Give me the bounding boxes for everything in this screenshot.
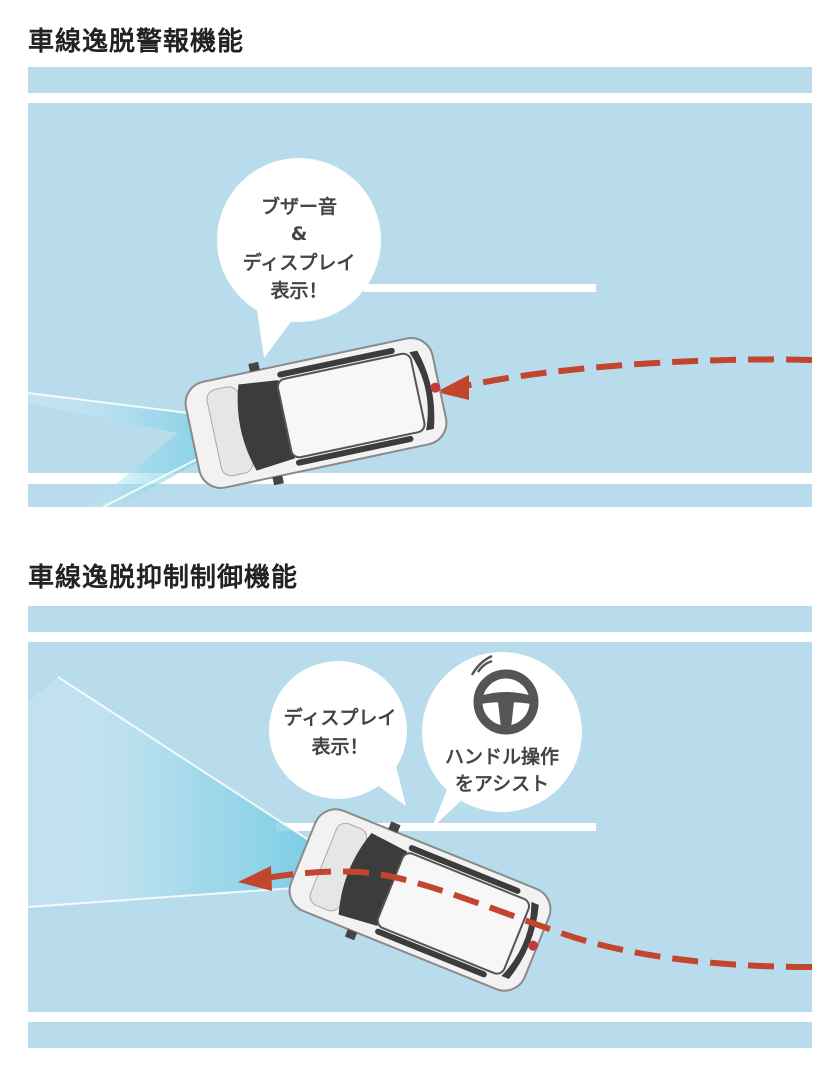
road-shoulder-bottom xyxy=(28,1022,812,1048)
steering-wheel-icon xyxy=(470,654,539,735)
arrowhead-icon xyxy=(436,375,469,400)
arrowhead-icon xyxy=(238,866,272,891)
lane-departure-prevention-diagram: ディスプレイ 表示！ ハンドル操作 をアシスト xyxy=(28,642,812,1012)
sensor-beam xyxy=(28,677,358,907)
bubble-line: をアシスト xyxy=(455,773,549,795)
bubble-line: ディスプレイ xyxy=(243,251,356,274)
sensor-beam-edge xyxy=(28,886,309,908)
bubble-line: & xyxy=(291,223,308,245)
car xyxy=(184,337,448,489)
lane-departure-prevention-title: 車線逸脱抑制制御機能 xyxy=(28,563,299,593)
road-shoulder-top xyxy=(28,67,812,93)
road-shoulder-top xyxy=(28,606,812,632)
lane-departure-warning-diagram: ブザー音 & ディスプレイ 表示！ xyxy=(28,103,812,507)
lane-marking-bottom xyxy=(28,473,812,484)
bubble-line: ブザー音 xyxy=(261,195,337,218)
lane-departure-warning-title: 車線逸脱警報機能 xyxy=(28,27,245,57)
speech-bubble xyxy=(217,158,381,358)
bubble-line: 表示！ xyxy=(311,735,368,758)
bubble-line: ハンドル操作 xyxy=(445,745,559,768)
bubble-line: 表示！ xyxy=(270,279,327,302)
bubble-line: ディスプレイ xyxy=(284,706,397,729)
speech-bubble xyxy=(269,661,407,806)
vehicle-path-arrow xyxy=(459,356,812,390)
lane-marking-dashed xyxy=(276,823,596,831)
vehicle-path-arrow xyxy=(265,868,812,970)
lane-marking-dashed xyxy=(364,284,596,292)
car xyxy=(288,808,552,992)
